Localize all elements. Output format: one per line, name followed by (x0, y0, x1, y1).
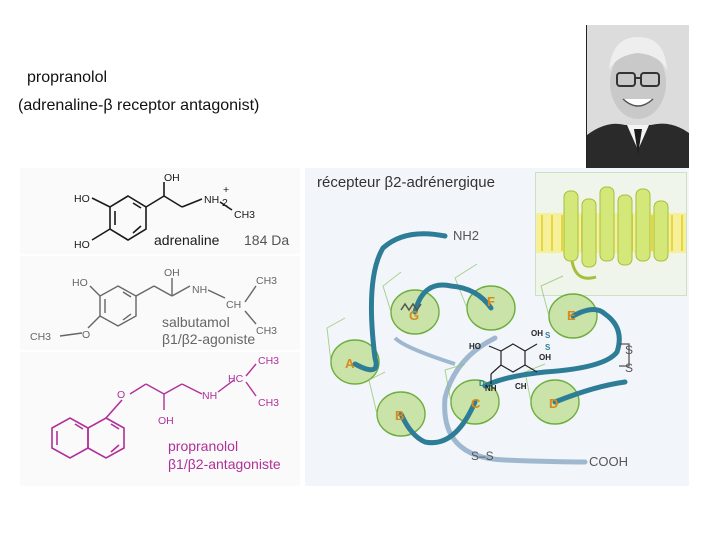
c-terminus-label: COOH (589, 454, 628, 469)
portrait-illustration (587, 25, 689, 170)
receptor-title: récepteur β2-adrénergique (317, 174, 495, 191)
ligand-s-bottom: S (545, 343, 551, 352)
propranolol-structure: O OH NH HC CH3 CH3 (51, 355, 279, 459)
divider (20, 350, 300, 352)
helix-label-f: F (487, 294, 495, 309)
caption-title: propranolol (27, 69, 108, 86)
salbutamol-o: O (82, 329, 90, 341)
salbutamol-ch: CH (226, 299, 241, 311)
salbutamol-ch3-left: CH3 (30, 331, 51, 343)
helix-label-e: E (567, 308, 576, 323)
propranolol-nh: NH (202, 390, 217, 402)
propranolol-row: O OH NH HC CH3 CH3 propranolol β1/β2-ant… (20, 352, 300, 486)
loop-e-d (482, 307, 622, 389)
loop-b-c (398, 399, 478, 446)
salbutamol-nh: NH (192, 284, 207, 296)
ligand-structure (488, 343, 538, 384)
salbutamol-ch3-right: CH3 (256, 325, 277, 337)
molecules-panel: HO HO OH NH 2 + CH3 adrenaline 184 Da (20, 168, 300, 486)
adrenaline-oh: OH (164, 172, 180, 184)
ligand-s-top: S (545, 331, 551, 340)
salbutamol-role: β1/β2-agoniste (162, 331, 256, 347)
helix-label-a: A (345, 356, 355, 371)
ligand-ch: CH (515, 382, 527, 391)
adrenaline-plus: + (223, 184, 229, 196)
propranolol-ch3-top: CH3 (258, 355, 279, 367)
adrenaline-nh: NH (204, 194, 219, 206)
helix-label-c: C (471, 396, 481, 411)
propranolol-oh: OH (158, 415, 174, 427)
disulfide-right-top: S (625, 343, 633, 357)
helix-label-g: G (409, 308, 419, 323)
salbutamol-ho: HO (72, 277, 88, 289)
receptor-topology: HO OH OH NH CH D S S A B C D E F G NH2 S… (326, 228, 633, 469)
portrait-photo (586, 25, 689, 170)
loop-d-s (552, 379, 628, 405)
loops (352, 231, 628, 446)
adrenaline-ch3: CH3 (234, 209, 255, 221)
helix-label-b: B (395, 408, 404, 423)
adrenaline-nh-subscript: 2 (222, 197, 228, 209)
ligand-nh: NH (485, 384, 497, 393)
disulfide-bottom: S–S (471, 449, 494, 463)
disulfide-bracket (619, 343, 630, 367)
ligand-ho: HO (469, 342, 481, 351)
helix-label-d: D (549, 396, 558, 411)
ligand-oh-right: OH (539, 353, 551, 362)
membrane-inset (535, 172, 687, 296)
propranolol-hc: HC (228, 373, 244, 385)
propranolol-role: β1/β2-antagoniste (168, 456, 281, 472)
divider (20, 254, 300, 256)
adrenaline-structure: HO HO OH NH 2 + CH3 (74, 172, 255, 251)
adrenaline-ho-bottom: HO (74, 239, 90, 251)
disulfide-right-bottom: S (625, 361, 633, 375)
propranolol-name: propranolol (168, 438, 239, 454)
propranolol-o: O (117, 389, 125, 401)
inner-loop (393, 336, 456, 366)
salbutamol-structure: OH HO NH CH CH3 CH3 O CH3 (30, 267, 277, 343)
adrenaline-mass: 184 Da (244, 232, 290, 248)
caption-subtitle: (adrenaline-β receptor antagonist) (18, 97, 260, 114)
salbutamol-row: OH HO NH CH CH3 CH3 O CH3 salbutamol β1/… (20, 256, 300, 350)
salbutamol-name: salbutamol (162, 314, 230, 330)
caption: propranolol (adrenaline-β receptor antag… (18, 64, 259, 120)
salbutamol-oh: OH (164, 267, 180, 279)
c-terminal-tail (442, 335, 588, 465)
salbutamol-ch3-top: CH3 (256, 275, 277, 287)
propranolol-ch3-bottom: CH3 (258, 397, 279, 409)
adrenaline-row: HO HO OH NH 2 + CH3 adrenaline 184 Da (20, 168, 300, 254)
membrane-inset-drawing (536, 186, 686, 280)
n-terminus-label: NH2 (453, 228, 479, 243)
adrenaline-ho-top: HO (74, 193, 90, 205)
receptor-diagram: récepteur β2-adrénergique (305, 168, 689, 486)
ligand-d: D (479, 379, 485, 388)
ligand-oh-top: OH (531, 329, 543, 338)
loop-g-f (412, 282, 494, 315)
n-terminal-loop (352, 231, 448, 373)
adrenaline-name: adrenaline (154, 232, 220, 248)
zigzag-marker (400, 302, 422, 312)
